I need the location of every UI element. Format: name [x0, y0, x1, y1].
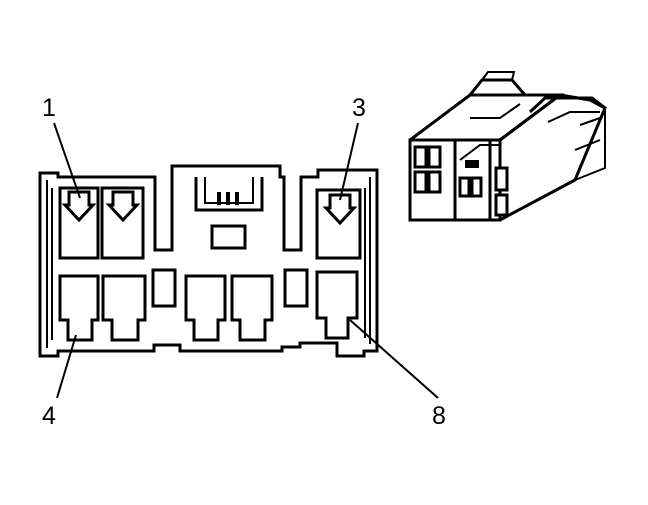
housing-outline [38, 164, 379, 358]
right-rail [364, 177, 371, 344]
latch-frame [194, 177, 264, 212]
latch-slot [226, 192, 230, 205]
connector-isometric [408, 71, 607, 222]
leader-line-pin8 [349, 319, 439, 399]
pin-label-3: 3 [352, 94, 366, 122]
left-rail [46, 180, 53, 348]
cavity-pin-2 [100, 186, 145, 260]
cavity-pin-3 [315, 188, 362, 260]
leader-lines [53, 122, 439, 399]
leader-line-pin1 [53, 122, 81, 199]
cavity-pin-1 [58, 186, 100, 260]
spacer-block [283, 268, 309, 308]
spacer-block [151, 268, 177, 308]
cavity-pin-6 [184, 274, 227, 342]
pin-label-4: 4 [42, 402, 56, 430]
latch-window [210, 224, 247, 250]
pin-label-1: 1 [42, 94, 56, 122]
cavity-pin-7 [230, 274, 274, 342]
cavity-pin-4 [58, 274, 100, 342]
cavity-pin-5 [101, 274, 147, 342]
latch-slot [217, 192, 221, 205]
leader-line-pin3 [339, 122, 359, 201]
leader-line-pin4 [56, 334, 77, 399]
connector-face [38, 164, 379, 358]
pin-label-8: 8 [432, 402, 446, 430]
cavity-pin-8 [315, 270, 359, 340]
latch-slot [235, 192, 239, 205]
